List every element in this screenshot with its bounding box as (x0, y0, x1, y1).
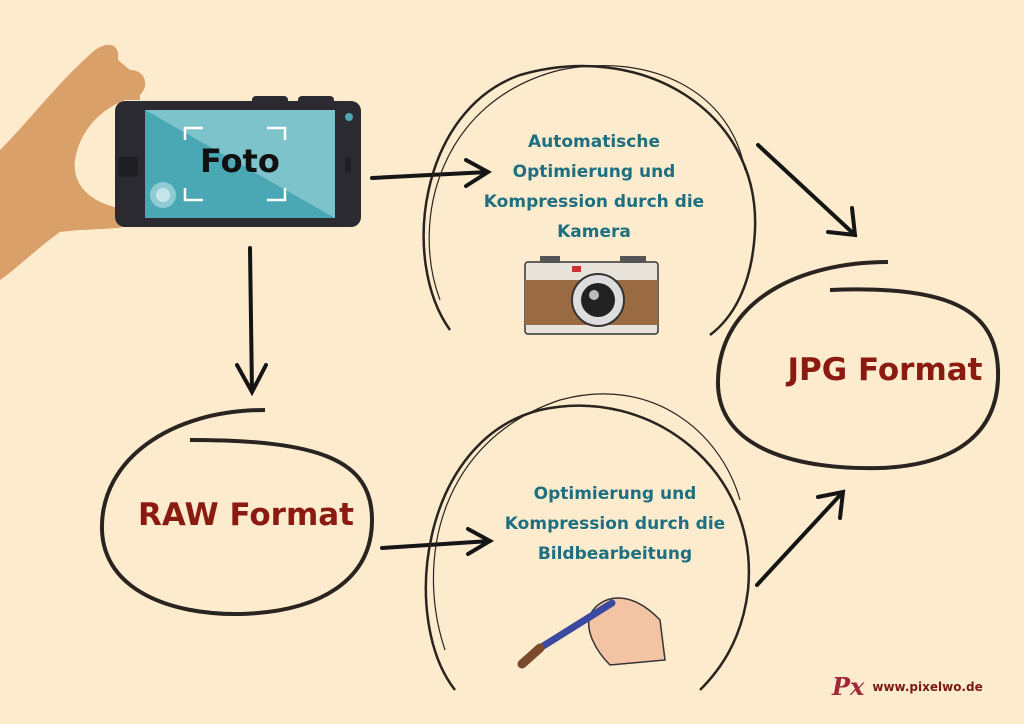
logo[interactable]: Px www.pixelwo.de (832, 672, 983, 701)
phone-illustration (115, 96, 361, 227)
manual-optimization-text: Optimierung und Kompression durch die Bi… (485, 479, 745, 569)
arrow-auto-to-jpg (756, 143, 858, 238)
text-line: Optimierung und (533, 484, 697, 504)
text-line: Optimierung und (512, 162, 676, 182)
raw-format-label: RAW Format (137, 497, 354, 533)
arrow-manual-to-jpg (755, 489, 846, 587)
text-line: Automatische (527, 132, 661, 152)
painting-hand-illustration (517, 597, 666, 669)
jpg-format-label: JPG Format (787, 352, 983, 388)
hand-illustration (0, 44, 146, 280)
arrow-photo-to-auto (370, 158, 492, 188)
camera-illustration (524, 256, 659, 335)
text-line: Kompression durch die (483, 192, 705, 212)
photo-label: Foto (200, 142, 280, 180)
text-line: Kamera (557, 222, 631, 242)
sketch-circles (99, 64, 1001, 691)
website-link[interactable]: www.pixelwo.de (872, 679, 983, 694)
text-line: Kompression durch die (504, 514, 726, 534)
arrows (235, 143, 858, 587)
text-line: Bildbearbeitung (537, 544, 693, 564)
logo-mark: Px (832, 672, 865, 701)
arrow-photo-to-raw (235, 246, 268, 397)
auto-optimization-text: Automatische Optimierung und Kompression… (464, 127, 724, 247)
